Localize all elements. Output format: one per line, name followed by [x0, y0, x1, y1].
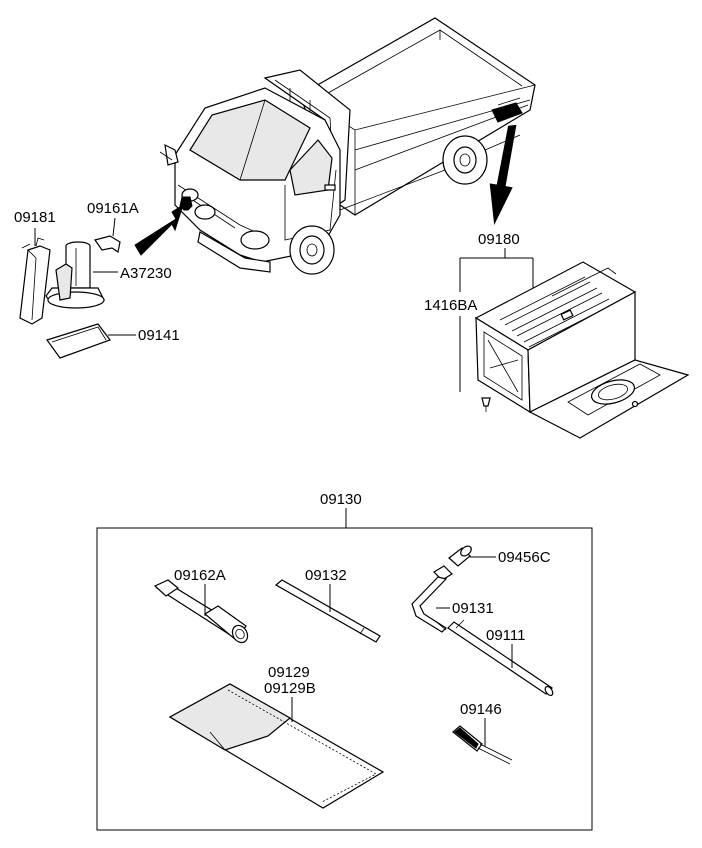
label-jack-pad: 09141 — [138, 327, 180, 344]
label-lug-wrench: 09131 — [452, 600, 494, 617]
jack-location-arrow — [134, 203, 184, 256]
label-tool-bag: 09129 — [268, 664, 310, 681]
leader-lines-jack — [34, 217, 136, 336]
label-tool-kit: 09130 — [320, 491, 362, 508]
leader-lines-toolkit — [204, 556, 513, 746]
lug-wrench — [411, 565, 453, 633]
socket — [153, 579, 249, 644]
label-tool-bag-alt: 09129B — [264, 680, 316, 697]
label-socket: 09162A — [174, 567, 226, 584]
label-jack-handle: 09181 — [14, 209, 56, 226]
tool-box — [474, 261, 690, 439]
screwdriver — [452, 725, 513, 765]
label-box-screw: 1416BA — [424, 297, 477, 314]
tool-kit-frame — [96, 527, 593, 831]
jack-clip — [94, 235, 121, 253]
jack-group — [19, 235, 121, 359]
box-screw — [481, 397, 491, 407]
label-handle-rod: 09111 — [486, 627, 526, 644]
label-jack: A37230 — [120, 265, 172, 282]
label-adapter: 09456C — [498, 549, 551, 566]
label-jack-clip: 09161A — [87, 200, 139, 217]
label-extension-bar: 09132 — [305, 567, 347, 584]
leader-lines-toolbox — [459, 248, 534, 392]
label-screwdriver: 09146 — [460, 701, 502, 718]
truck-illustration — [159, 17, 536, 275]
tool-bag — [168, 683, 385, 809]
adapter — [448, 545, 472, 567]
handle-rod — [447, 619, 554, 697]
jack-pad — [46, 323, 111, 359]
bottle-jack — [45, 241, 105, 309]
jack-handle — [19, 245, 51, 325]
toolbox-location-arrow — [489, 124, 517, 226]
label-tool-box: 09180 — [478, 231, 520, 248]
extension-bar — [274, 579, 381, 643]
